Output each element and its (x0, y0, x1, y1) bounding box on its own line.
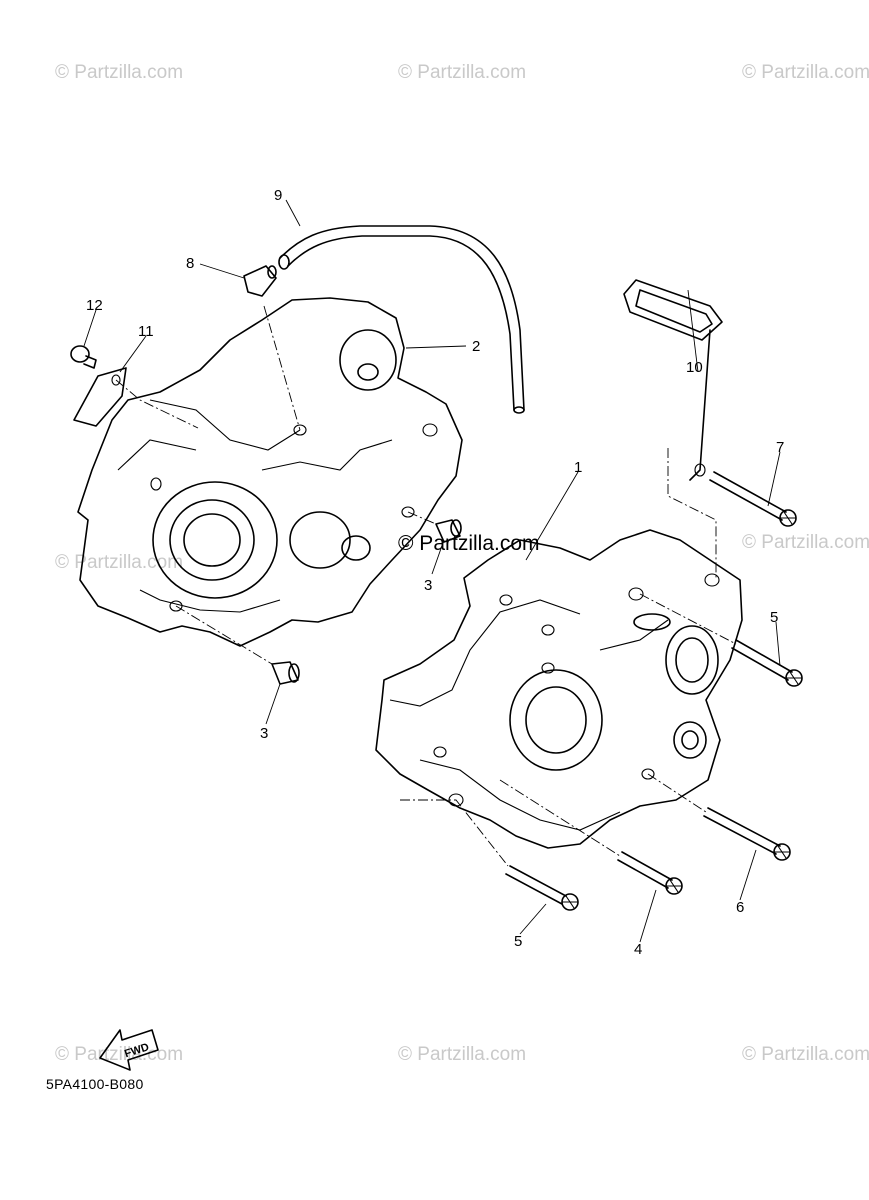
bolt-4 (617, 851, 683, 895)
dowel-pin-center (435, 519, 462, 543)
callout-7: 7 (776, 439, 784, 456)
watermark-top-right: © Partzilla.com (742, 62, 869, 83)
flange-bolt-small (70, 345, 97, 369)
watermark-top-center: © Partzilla.com (398, 62, 526, 83)
diagram-code: 5PA4100-B080 (46, 1076, 144, 1092)
callout-9: 9 (274, 187, 282, 204)
watermark-bottom-right: © Partzilla.com (742, 1044, 869, 1065)
bolt-5-right (731, 639, 803, 687)
watermark-mid-left: © Partzilla.com (55, 552, 183, 573)
leader-bracket-dash (115, 379, 199, 429)
callout-1: 1 (574, 459, 582, 476)
callout-5-bottom: 5 (514, 933, 522, 950)
forward-arrow-icon: FWD (99, 1029, 159, 1071)
breather-hose (278, 225, 525, 414)
leader-lines (83, 199, 781, 943)
callout-12: 12 (86, 297, 103, 314)
dowel-pin-lower (271, 661, 300, 685)
bolt-6 (703, 807, 791, 861)
callout-8: 8 (186, 255, 194, 272)
callout-3-center: 3 (424, 577, 432, 594)
callout-3-lower: 3 (260, 725, 268, 742)
callout-5-right: 5 (770, 609, 778, 626)
watermark-center: © Partzilla.com (398, 532, 540, 555)
callout-6: 6 (736, 899, 744, 916)
callout-4: 4 (634, 941, 642, 958)
watermark-bottom-left: © Partzilla.com (55, 1044, 183, 1065)
watermark-top-left: © Partzilla.com (55, 62, 183, 83)
callouts: 1 2 3 3 4 5 5 6 7 8 9 10 11 12 (86, 187, 784, 958)
left-crankcase (77, 297, 463, 647)
bolt-7 (709, 471, 797, 527)
hose-fitting (243, 265, 277, 297)
callout-11: 11 (138, 323, 154, 340)
watermarks: © Partzilla.com © Partzilla.com © Partzi… (55, 62, 869, 1065)
watermark-mid-right: © Partzilla.com (742, 532, 869, 553)
watermark-bottom-center: © Partzilla.com (398, 1044, 526, 1065)
right-crankcase (375, 529, 743, 849)
bracket (73, 367, 127, 427)
hose-guide (623, 279, 723, 481)
callout-2: 2 (472, 338, 480, 355)
callout-10: 10 (686, 359, 703, 376)
alignment-lines (175, 305, 737, 867)
bolt-5-bottom (505, 865, 579, 911)
